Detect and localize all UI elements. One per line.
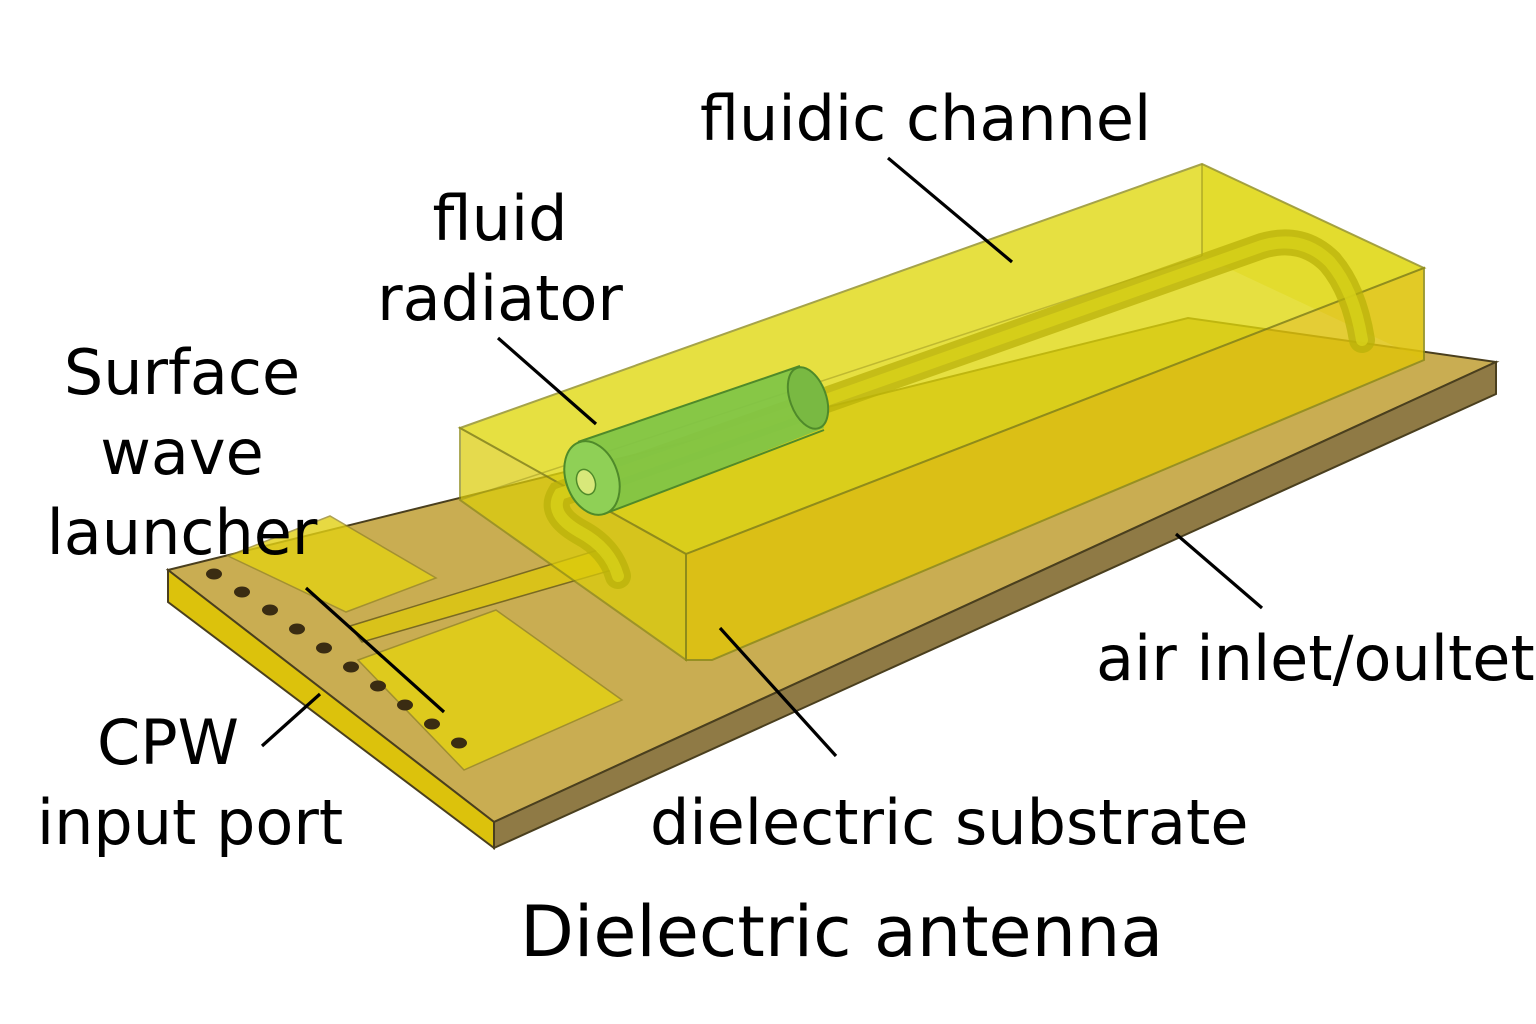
fluid-radiator	[563, 365, 830, 516]
leader-cpw	[260, 692, 322, 748]
via-hole	[262, 604, 278, 616]
leader-lines	[260, 156, 1264, 758]
ground-pad-back	[226, 515, 438, 613]
leader-fluidic-channel	[886, 156, 1014, 264]
label-cpw-line1: CPW	[97, 706, 239, 779]
via-hole	[397, 699, 413, 711]
via-hole	[424, 718, 440, 730]
radiator-edge	[603, 429, 825, 515]
label-surface-wave-line2: wave	[100, 416, 264, 489]
label-cpw-line2: input port	[37, 786, 343, 859]
via-hole	[370, 680, 386, 692]
label-air-inlet-outlet: air inlet/oultet	[1096, 622, 1535, 695]
radiator-body	[580, 366, 824, 514]
substrate-right-face	[493, 360, 1497, 850]
via-hole	[234, 586, 250, 598]
tube-highlight	[550, 236, 1368, 582]
channel-front-face	[685, 266, 1425, 661]
ground-pad-front	[356, 609, 624, 771]
via-hole	[343, 661, 359, 673]
label-fluid-radiator-line2: radiator	[377, 262, 623, 335]
radiator-edge	[577, 365, 801, 443]
leader-surface-wave	[304, 586, 446, 714]
diagram-caption: Dielectric antenna	[520, 891, 1163, 973]
labels: fluidic channel fluid radiator Surface w…	[37, 82, 1535, 973]
label-dielectric-substrate: dielectric substrate	[650, 786, 1249, 859]
via-hole	[206, 568, 222, 580]
via-hole	[451, 737, 467, 749]
radiator-inner-hole	[575, 468, 597, 496]
fluid-tube	[543, 229, 1375, 589]
via-row	[206, 568, 467, 749]
leader-dielectric-substrate	[718, 626, 838, 758]
via-hole	[289, 623, 305, 635]
via-hole	[316, 642, 332, 654]
label-fluid-radiator-line1: fluid	[433, 182, 568, 255]
label-fluidic-channel: fluidic channel	[700, 82, 1151, 155]
label-surface-wave-line3: launcher	[47, 496, 318, 569]
label-surface-wave-line1: Surface	[64, 336, 300, 409]
leader-fluid-radiator	[496, 336, 598, 426]
leader-air-inlet	[1174, 532, 1264, 610]
